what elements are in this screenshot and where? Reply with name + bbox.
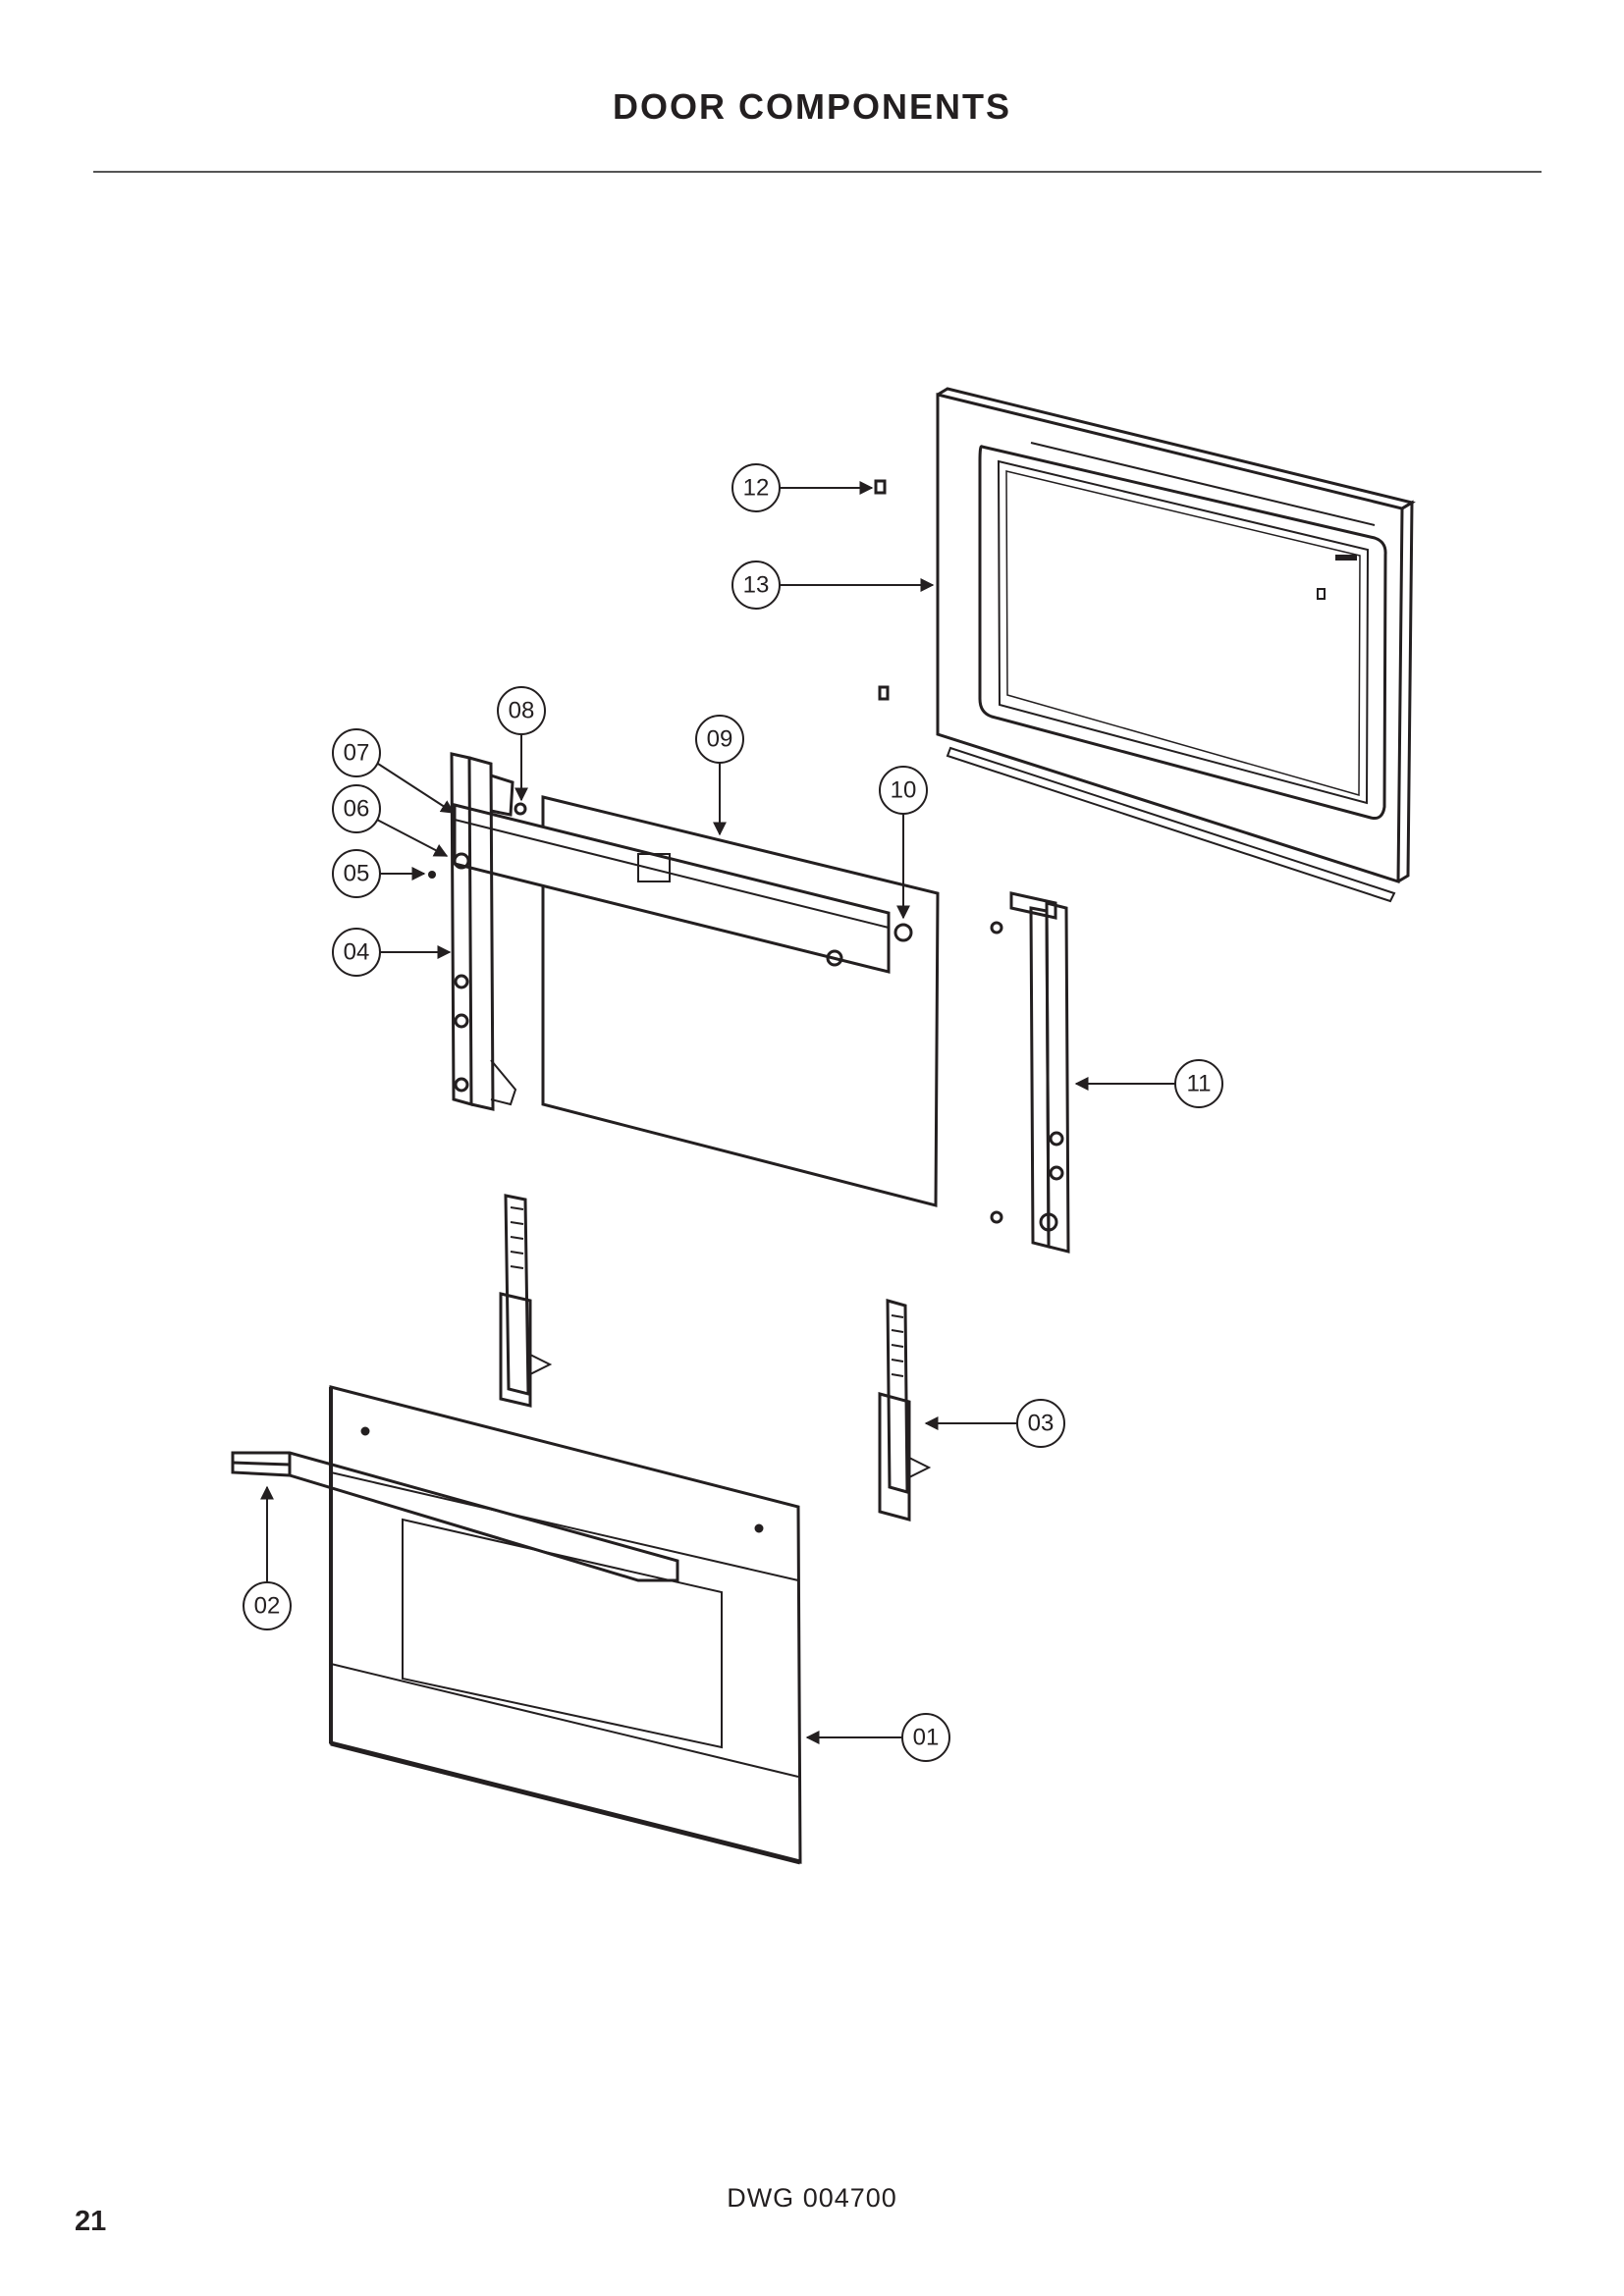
callout-12: 12 bbox=[731, 463, 781, 512]
glass-panel-part bbox=[541, 795, 940, 1207]
left-hinge-bracket-part bbox=[450, 752, 517, 1111]
door-trim-bar-part bbox=[453, 802, 913, 974]
page-number: 21 bbox=[75, 2206, 107, 2237]
svg-text:07: 07 bbox=[344, 740, 370, 767]
clip-part-lower bbox=[878, 685, 890, 701]
svg-text:10: 10 bbox=[891, 777, 917, 804]
callout-09: 09 bbox=[695, 715, 744, 764]
callout-03: 03 bbox=[1016, 1399, 1065, 1448]
page-title: DOOR COMPONENTS bbox=[612, 86, 1011, 127]
outer-door-part bbox=[329, 1385, 802, 1865]
svg-text:13: 13 bbox=[743, 572, 770, 599]
clip-part bbox=[874, 479, 887, 495]
title-divider bbox=[93, 171, 1542, 173]
leader-lines bbox=[260, 481, 1176, 1744]
svg-text:03: 03 bbox=[1028, 1411, 1055, 1437]
screw-part bbox=[428, 871, 436, 879]
washer-part bbox=[990, 921, 1003, 934]
svg-text:04: 04 bbox=[344, 939, 370, 966]
callout-08: 08 bbox=[497, 686, 546, 735]
drawing-number: DWG 004700 bbox=[727, 2183, 897, 2213]
svg-text:08: 08 bbox=[509, 698, 535, 724]
svg-text:12: 12 bbox=[743, 475, 770, 502]
door-handle-part bbox=[231, 1451, 679, 1582]
washer-part-lower bbox=[990, 1210, 1003, 1224]
svg-text:05: 05 bbox=[344, 861, 370, 887]
inner-door-frame-part bbox=[936, 387, 1416, 903]
callout-04: 04 bbox=[332, 928, 381, 977]
svg-text:01: 01 bbox=[913, 1725, 940, 1751]
callout-02: 02 bbox=[243, 1581, 292, 1630]
callout-13: 13 bbox=[731, 561, 781, 610]
callout-07: 07 bbox=[332, 728, 381, 777]
svg-text:02: 02 bbox=[254, 1593, 281, 1620]
svg-text:06: 06 bbox=[344, 796, 370, 823]
right-hinge-bracket-part bbox=[1009, 891, 1070, 1254]
callout-01: 01 bbox=[901, 1713, 950, 1762]
right-hinge-part bbox=[878, 1299, 932, 1522]
callout-11: 11 bbox=[1174, 1059, 1223, 1108]
callout-05: 05 bbox=[332, 849, 381, 898]
callout-10: 10 bbox=[879, 766, 928, 815]
svg-text:11: 11 bbox=[1187, 1071, 1212, 1097]
callout-06: 06 bbox=[332, 784, 381, 833]
left-hinge-part bbox=[499, 1194, 553, 1408]
svg-text:09: 09 bbox=[707, 726, 733, 753]
